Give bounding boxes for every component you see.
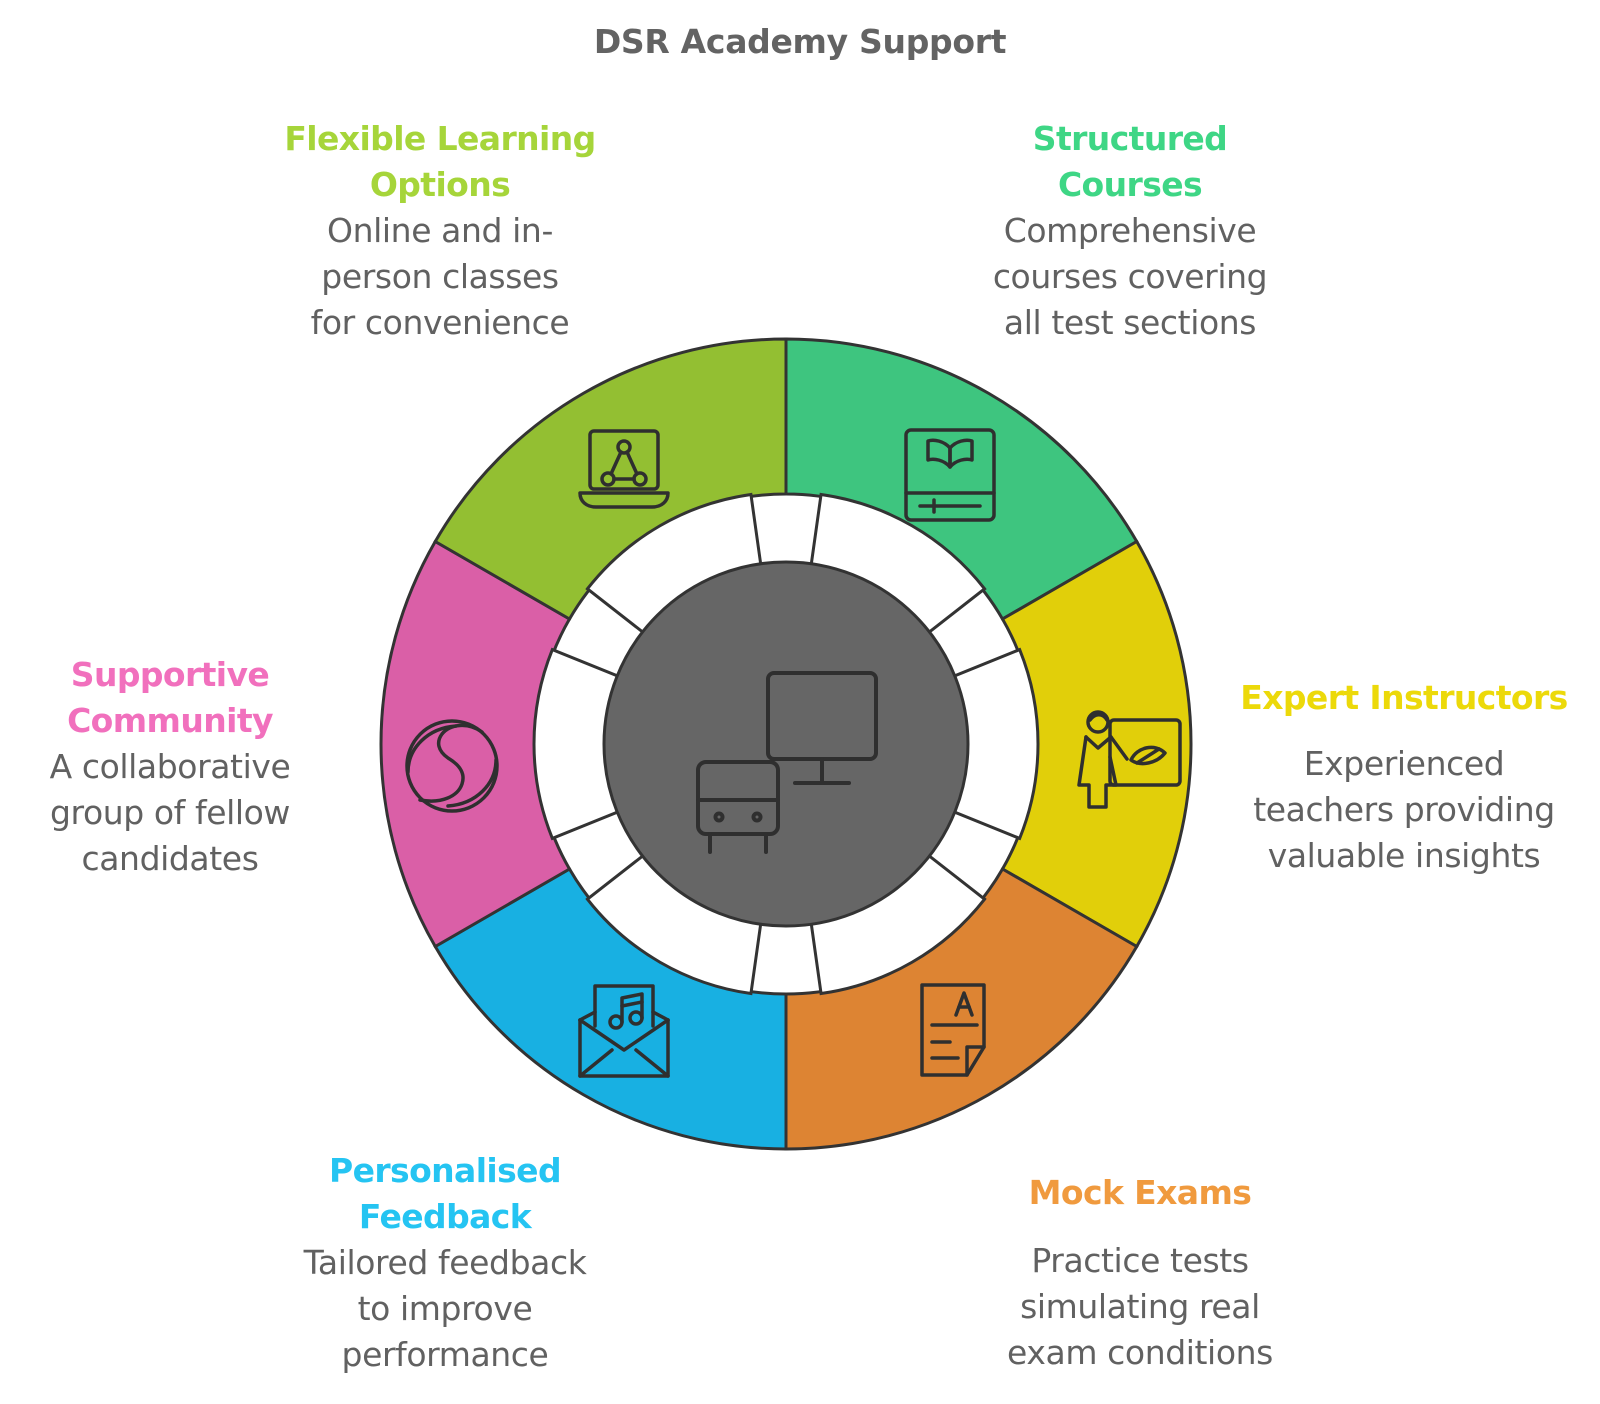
book-video-icon [904,428,996,522]
desc-structured: Comprehensive courses covering all test … [992,211,1268,342]
label-community: Supportive Community A collaborative gro… [10,652,330,882]
wheel-segments [379,337,1193,1151]
community-s-icon [405,719,499,813]
heading-mock: Mock Exams [1028,1173,1252,1212]
desc-expert: Experienced teachers providing valuable … [1253,744,1555,875]
heading-flexible: Flexible Learning Options [284,119,596,204]
desc-community: A collaborative group of fellow candidat… [49,747,291,878]
graded-paper-icon [920,983,986,1077]
title: DSR Academy Support [593,22,1007,61]
desc-mock: Practice tests simulating real exam cond… [1007,1241,1273,1372]
segment-icons [405,428,1182,1078]
label-feedback: Personalised Feedback Tailored feedback … [255,1148,635,1378]
desc-feedback: Tailored feedback to improve performance [303,1243,587,1374]
music-envelope-icon [578,984,670,1078]
heading-community: Supportive Community [67,655,273,740]
online-inperson-icon [696,671,878,854]
center-hub [602,560,970,928]
heading-structured: Structured Courses [1032,119,1228,204]
label-structured: Structured Courses Comprehensive courses… [930,116,1330,346]
heading-expert: Expert Instructors [1240,678,1568,717]
desc-flexible: Online and in- person classes for conven… [310,211,570,342]
laptop-network-icon [578,429,670,509]
teacher-board-icon [1077,710,1182,809]
label-expert: Expert Instructors Experienced teachers … [1218,675,1590,879]
label-flexible: Flexible Learning Options Online and in-… [250,116,630,346]
label-mock: Mock Exams Practice tests simulating rea… [945,1170,1335,1376]
heading-feedback: Personalised Feedback [329,1151,562,1236]
